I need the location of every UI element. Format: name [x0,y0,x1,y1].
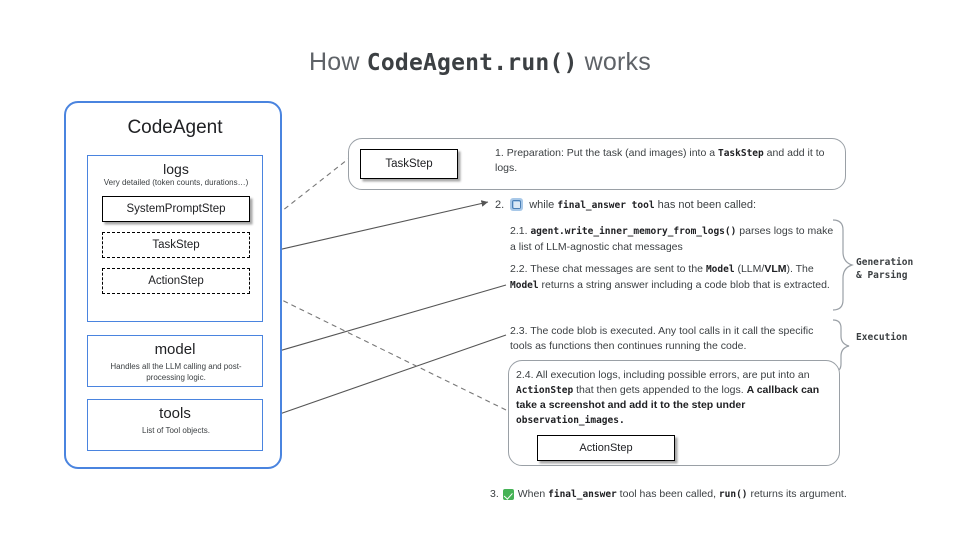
logs-box: logs Very detailed (token counts, durati… [87,155,263,322]
step2_2-text-a: These chat messages are sent to the [530,263,706,275]
step3-text-b: tool has been called, [616,488,719,500]
title-code: CodeAgent.run() [366,50,578,76]
step1-taskstep-chip: TaskStep [360,149,458,179]
tools-subtitle: List of Tool objects. [142,426,210,435]
step2_2-text: 2.2. These chat messages are sent to the… [510,262,835,293]
step2_2-text-c: ). The [786,263,814,275]
step2-text-a: while [529,198,558,211]
tools-box: tools List of Tool objects. [87,399,263,451]
arrow-actionstep-dashed [244,281,507,411]
step2_4-number: 2.4. [516,369,534,381]
step1-code-a: TaskStep [717,148,764,159]
side-label-generation-line2: & Parsing [856,270,908,281]
step2-text-b: has not been called: [654,198,757,211]
step2_1-text-a: parses logs to make a list of LLM-agnost… [510,225,834,253]
step2_1-text: 2.1. agent.write_inner_memory_from_logs(… [510,224,835,254]
step2_1-number: 2.1. [510,225,528,237]
step2_3-number: 2.3. [510,325,528,337]
step2_4-code-a: ActionStep [516,384,574,396]
logs-item-actionstep: ActionStep [102,268,250,294]
step2_2-code-a: Model [705,264,735,275]
step1-text: 1. Preparation: Put the task (and images… [495,146,835,176]
codeagent-panel: CodeAgent logs Very detailed (token coun… [64,101,282,469]
step3-text-c: returns its argument. [747,488,847,500]
tools-title: tools [159,405,191,422]
page-title: How CodeAgent.run() works [0,48,960,77]
green-check-icon [502,489,514,500]
arrow-step23-to-tools [247,334,507,426]
repeat-loop-icon [510,198,524,211]
step2_4-bold-a: A callback can take a screenshot and add… [516,383,820,412]
step1-text-b: and add it to logs. [495,147,825,174]
logs-item-systempromptstep: SystemPromptStep [102,196,250,222]
step2_1-code-a: agent.write_inner_memory_from_logs() [530,226,737,237]
step2-number: 2. [495,198,505,211]
model-title: model [154,341,196,358]
brace-generation [832,219,854,311]
step3-number: 3. [490,488,499,500]
step2_2-number: 2.2. [510,263,528,275]
step2-text: while final_answer tool has not been cal… [529,199,756,211]
step2-code-a: final_answer tool [557,199,655,211]
step1-number: 1. [495,147,504,159]
title-suffix: works [577,48,651,76]
step2_4-text-a: All execution logs, including possible e… [535,369,810,381]
step3-body: When final_answer tool has been called, … [518,488,847,500]
model-box: model Handles all the LLM calling and po… [87,335,263,387]
step2_4-text-b: that then gets appended to the logs. [573,383,747,396]
step2_4-actionstep-chip: ActionStep [537,435,675,461]
side-label-generation-line1: Generation [856,257,914,268]
step2-header: 2. while final_answer tool has not been … [495,198,855,211]
side-label-execution: Execution [856,332,908,343]
step2_3-text-a: The code blob is executed. Any tool call… [510,325,814,352]
step2_4-text: 2.4. All execution logs, including possi… [516,368,834,428]
side-label-generation: Generation & Parsing [856,256,913,282]
step2_2-bold-a: VLM [764,263,787,275]
title-prefix: How [309,48,367,76]
step2_4-code-b: observation_images. [516,414,625,426]
codeagent-title: CodeAgent [127,117,223,138]
step1-text-a: Preparation: Put the task (and images) i… [506,147,718,159]
step3-text-a: When [517,488,549,500]
step2_2-text-d: returns a string answer including a code… [538,278,830,291]
step2_3-text: 2.3. The code blob is executed. Any tool… [510,324,835,353]
model-subtitle: Handles all the LLM calling and post-pro… [110,362,242,382]
step3-code-b: run() [718,489,748,500]
step1-container [348,138,846,190]
logs-subtitle: Very detailed (token counts, durations…) [103,178,249,187]
arrow-step22-to-model [247,284,507,362]
step2_2-code-b: Model [510,279,539,291]
step2_2-text-b: (LLM/ [734,263,765,275]
logs-item-taskstep: TaskStep [102,232,250,258]
logs-title: logs [163,161,189,177]
step3-code-a: final_answer [548,489,617,500]
step3-text: 3. When final_answer tool has been calle… [490,488,930,500]
